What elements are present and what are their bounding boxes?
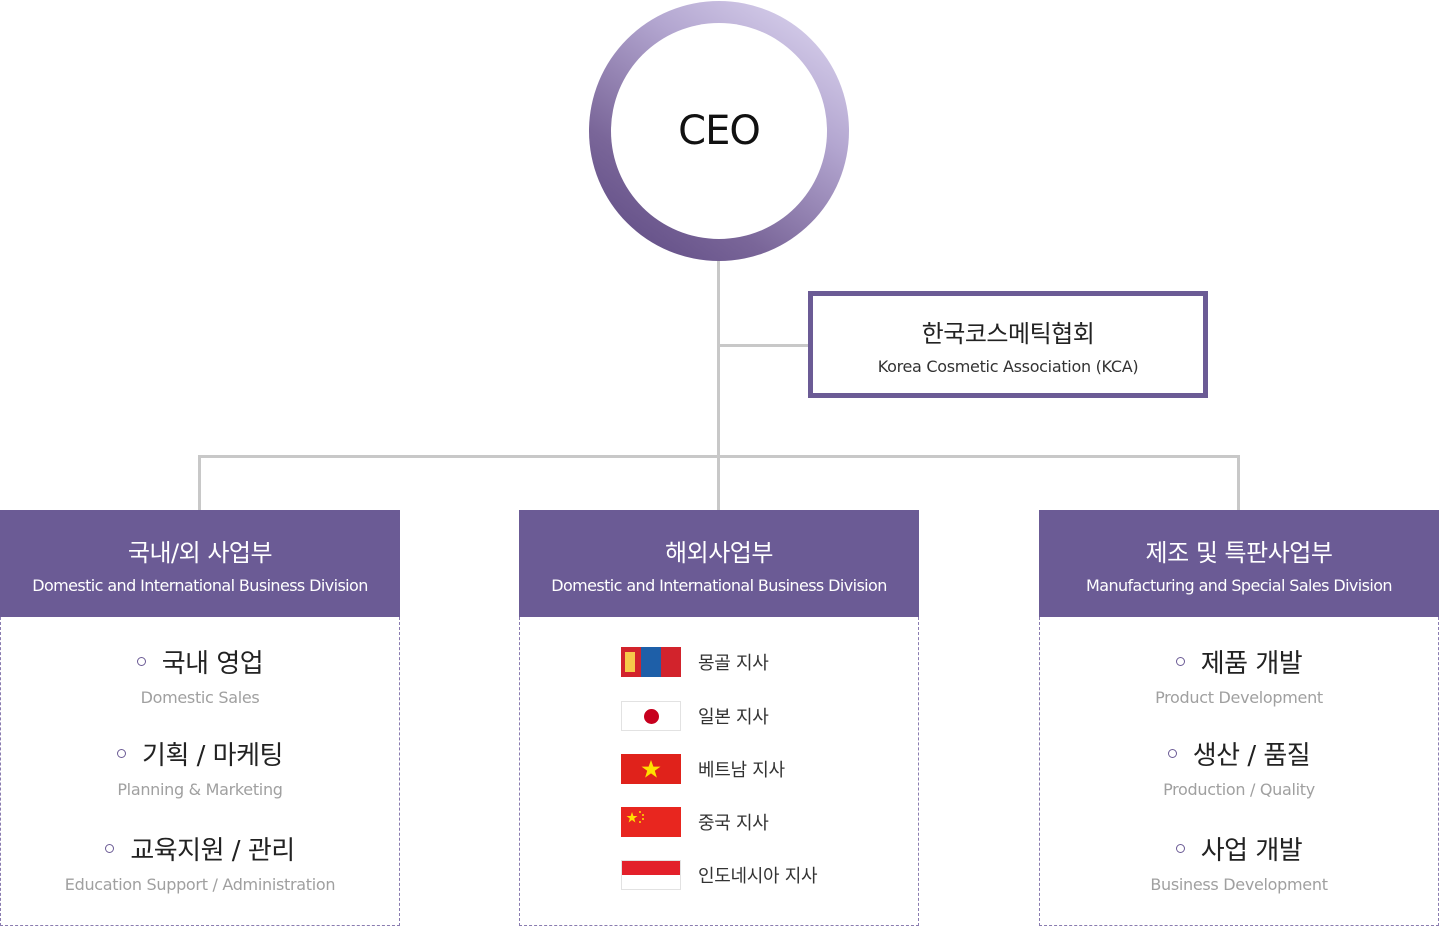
indonesia-flag-icon — [621, 860, 681, 890]
connector-kca-horizontal — [719, 344, 808, 347]
item-label-en: Planning & Marketing — [117, 780, 283, 799]
item-label-ko: 교육지원 / 관리 — [130, 836, 295, 866]
item-label-en: Business Development — [1150, 875, 1328, 894]
kca-name-en: Korea Cosmetic Association (KCA) — [877, 356, 1139, 376]
branch-label: 중국 지사 — [698, 813, 769, 834]
branch-item: 몽골 지사 — [621, 646, 769, 678]
division-item: 제품 개발 Product Development — [1040, 643, 1438, 707]
ceo-node: CEO — [589, 1, 849, 261]
item-label-en: Production / Quality — [1163, 780, 1315, 799]
china-flag-icon — [621, 807, 681, 837]
branch-label: 몽골 지사 — [698, 653, 769, 674]
vietnam-flag-icon — [621, 754, 681, 784]
division-manufacturing: 제조 및 특판사업부 Manufacturing and Special Sal… — [1039, 510, 1439, 926]
division-item: 생산 / 품질 Production / Quality — [1040, 735, 1438, 799]
item-label-ko: 제품 개발 — [1200, 649, 1303, 679]
branch-label: 인도네시아 지사 — [698, 866, 818, 887]
bullet-icon — [1175, 657, 1185, 666]
branch-label: 일본 지사 — [698, 707, 769, 728]
item-label-en: Domestic Sales — [140, 688, 260, 707]
kca-name-ko: 한국코스메틱협회 — [921, 319, 1095, 348]
branch-item: 인도네시아 지사 — [621, 859, 818, 891]
connector-ceo-vertical — [717, 260, 720, 510]
item-label-ko: 국내 영업 — [161, 649, 264, 679]
ceo-label: CEO — [678, 108, 761, 154]
connector-divisions-horizontal — [198, 455, 1240, 458]
kca-node: 한국코스메틱협회 Korea Cosmetic Association (KCA… — [808, 291, 1208, 398]
division-title-ko: 제조 및 특판사업부 — [1145, 538, 1333, 567]
mongolia-flag-icon — [621, 647, 681, 677]
connector-left-drop — [198, 455, 201, 510]
item-label-en: Product Development — [1155, 688, 1323, 707]
item-label-ko: 사업 개발 — [1200, 836, 1303, 866]
bullet-icon — [136, 657, 146, 666]
division-overseas: 해외사업부 Domestic and International Busines… — [519, 510, 919, 926]
japan-flag-icon — [621, 701, 681, 731]
division-domestic-international: 국내/외 사업부 Domestic and International Busi… — [0, 510, 400, 926]
item-label-en: Education Support / Administration — [64, 875, 336, 894]
item-label-ko: 기획 / 마케팅 — [142, 741, 283, 771]
branch-item: 중국 지사 — [621, 806, 769, 838]
division-item: 기획 / 마케팅 Planning & Marketing — [1, 735, 399, 799]
branch-label: 베트남 지사 — [698, 760, 785, 781]
division-header: 해외사업부 Domestic and International Busines… — [519, 510, 919, 617]
division-header: 국내/외 사업부 Domestic and International Busi… — [0, 510, 400, 617]
bullet-icon — [1167, 749, 1177, 758]
division-body: 몽골 지사 일본 지사 베트남 지사 — [519, 617, 919, 926]
division-title-ko: 국내/외 사업부 — [127, 538, 273, 567]
division-title-en: Manufacturing and Special Sales Division — [1086, 575, 1393, 595]
division-title-en: Domestic and International Business Divi… — [551, 575, 887, 595]
division-item: 교육지원 / 관리 Education Support / Administra… — [1, 830, 399, 894]
division-item: 사업 개발 Business Development — [1040, 830, 1438, 894]
connector-right-drop — [1237, 455, 1240, 510]
division-item: 국내 영업 Domestic Sales — [1, 643, 399, 707]
bullet-icon — [117, 749, 127, 758]
division-body: 국내 영업 Domestic Sales 기획 / 마케팅 Planning &… — [0, 617, 400, 926]
bullet-icon — [105, 844, 115, 853]
division-body: 제품 개발 Product Development 생산 / 품질 Produc… — [1039, 617, 1439, 926]
division-title-ko: 해외사업부 — [665, 538, 773, 567]
branch-item: 일본 지사 — [621, 700, 769, 732]
bullet-icon — [1175, 844, 1185, 853]
division-title-en: Domestic and International Business Divi… — [32, 575, 368, 595]
item-label-ko: 생산 / 품질 — [1192, 741, 1311, 771]
division-header: 제조 및 특판사업부 Manufacturing and Special Sal… — [1039, 510, 1439, 617]
branch-item: 베트남 지사 — [621, 753, 785, 785]
